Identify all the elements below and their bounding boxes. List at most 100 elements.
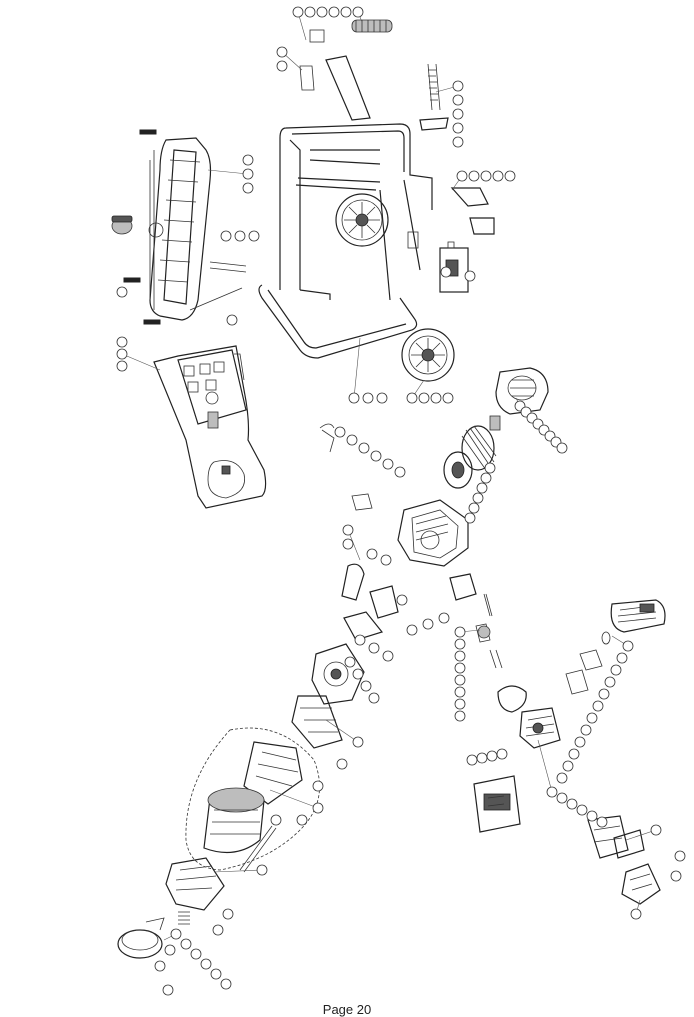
callout-bubble bbox=[674, 850, 686, 862]
callout-bubble bbox=[574, 736, 586, 748]
callout-bubble bbox=[270, 814, 282, 826]
callout-bubble bbox=[454, 626, 466, 638]
callout-bubble bbox=[352, 668, 364, 680]
callout-bubble bbox=[380, 554, 392, 566]
callout-bubble bbox=[342, 538, 354, 550]
callout-bubble bbox=[440, 266, 452, 278]
callout-bubble bbox=[492, 170, 504, 182]
callout-bubble bbox=[454, 638, 466, 650]
callout-bubble bbox=[556, 792, 568, 804]
callout-bubble bbox=[496, 748, 508, 760]
callout-bubble bbox=[456, 170, 468, 182]
callout-bubble bbox=[352, 6, 364, 18]
callout-leader-line bbox=[213, 869, 263, 873]
engine-block bbox=[319, 367, 549, 641]
callout-bubble bbox=[370, 450, 382, 462]
callout-bubble bbox=[452, 94, 464, 106]
callout-bubble bbox=[476, 482, 488, 494]
callout-bubble bbox=[396, 594, 408, 606]
callout-bubble bbox=[366, 548, 378, 560]
callout-bubble bbox=[504, 170, 516, 182]
callout-bubble bbox=[580, 724, 592, 736]
callout-bubble bbox=[312, 802, 324, 814]
callout-bubble bbox=[452, 122, 464, 134]
callout-bubble bbox=[430, 392, 442, 404]
callout-leader-line bbox=[207, 169, 249, 175]
callout-bubble bbox=[484, 462, 496, 474]
callout-leader-line bbox=[269, 789, 319, 809]
carburetor-assembly bbox=[475, 623, 561, 749]
callout-bubble bbox=[670, 870, 682, 882]
callout-bubble bbox=[422, 618, 434, 630]
callout-bubble bbox=[344, 656, 356, 668]
callout-bubble bbox=[116, 360, 128, 372]
callout-bubble bbox=[650, 824, 662, 836]
callout-bubble bbox=[382, 650, 394, 662]
callout-bubble bbox=[358, 442, 370, 454]
callout-leader-line bbox=[537, 739, 553, 793]
callout-bubble bbox=[116, 348, 128, 360]
callout-bubble bbox=[566, 798, 578, 810]
callout-bubble bbox=[190, 948, 202, 960]
callout-bubble bbox=[200, 958, 212, 970]
callout-bubble bbox=[464, 270, 476, 282]
callout-bubble bbox=[164, 944, 176, 956]
fuel-tank bbox=[111, 129, 247, 325]
callout-bubble bbox=[368, 642, 380, 654]
control-panel bbox=[153, 345, 267, 509]
callout-bubble bbox=[468, 170, 480, 182]
callout-bubble bbox=[468, 502, 480, 514]
callout-bubble bbox=[454, 662, 466, 674]
callout-bubble bbox=[546, 786, 558, 798]
callout-bubble bbox=[276, 60, 288, 72]
callout-bubble bbox=[452, 80, 464, 92]
callout-bubble bbox=[116, 286, 128, 298]
callout-bubble bbox=[556, 442, 568, 454]
callout-leader-line bbox=[121, 353, 161, 371]
callout-bubble bbox=[292, 6, 304, 18]
callout-bubble bbox=[360, 680, 372, 692]
callout-bubble bbox=[222, 908, 234, 920]
callout-bubble bbox=[242, 182, 254, 194]
callout-bubble bbox=[454, 710, 466, 722]
callout-bubble bbox=[480, 472, 492, 484]
callout-bubble bbox=[256, 864, 268, 876]
callout-bubble bbox=[418, 392, 430, 404]
callout-bubble bbox=[596, 816, 608, 828]
callout-bubble bbox=[604, 676, 616, 688]
callout-bubble bbox=[438, 612, 450, 624]
callout-bubble bbox=[352, 736, 364, 748]
callout-bubble bbox=[334, 426, 346, 438]
callout-bubble bbox=[342, 524, 354, 536]
alternator-assembly bbox=[117, 643, 365, 959]
callout-bubble bbox=[212, 924, 224, 936]
callout-bubble bbox=[454, 650, 466, 662]
callout-bubble bbox=[576, 804, 588, 816]
callout-bubble bbox=[210, 968, 222, 980]
callout-bubble bbox=[304, 6, 316, 18]
callout-bubble bbox=[242, 154, 254, 166]
callout-bubble bbox=[586, 712, 598, 724]
callout-bubble bbox=[586, 810, 598, 822]
callout-bubble bbox=[598, 688, 610, 700]
callout-bubble bbox=[610, 664, 622, 676]
callout-bubble bbox=[442, 392, 454, 404]
callout-bubble bbox=[382, 458, 394, 470]
callout-bubble bbox=[362, 392, 374, 404]
callout-bubble bbox=[354, 634, 366, 646]
part-callouts bbox=[116, 6, 686, 996]
callout-bubble bbox=[348, 392, 360, 404]
callout-bubble bbox=[336, 758, 348, 770]
callout-bubble bbox=[406, 624, 418, 636]
callout-leader-line bbox=[353, 337, 361, 399]
callout-leader-line bbox=[325, 719, 359, 743]
callout-bubble bbox=[220, 230, 232, 242]
callout-bubble bbox=[226, 314, 238, 326]
callout-bubble bbox=[472, 492, 484, 504]
callout-bubble bbox=[486, 750, 498, 762]
callout-bubble bbox=[296, 814, 308, 826]
callout-bubble bbox=[454, 698, 466, 710]
callout-bubble bbox=[592, 700, 604, 712]
callout-bubble bbox=[328, 6, 340, 18]
